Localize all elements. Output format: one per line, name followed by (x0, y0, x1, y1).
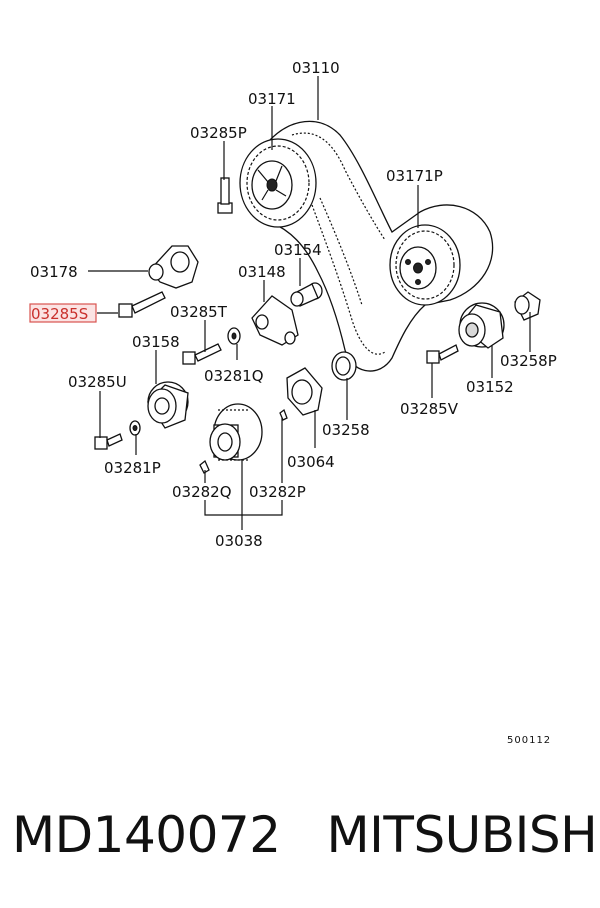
idler-pulley (147, 381, 189, 429)
callout-03152[interactable]: 03152 (466, 378, 514, 396)
bolt-03285v (426, 344, 459, 364)
callout-03158[interactable]: 03158 (132, 333, 180, 351)
callout-03285v[interactable]: 03285V (400, 400, 459, 418)
callout-03171[interactable]: 03171 (248, 90, 296, 108)
callout-03064[interactable]: 03064 (287, 453, 335, 471)
part-number: MD140072 (12, 806, 281, 864)
highlight-box (29, 303, 97, 323)
callout-03285u[interactable]: 03285U (68, 373, 127, 391)
callout-03285s[interactable]: 03285S (31, 305, 88, 323)
bolt-03285t (182, 343, 222, 365)
callout-03281p[interactable]: 03281P (104, 459, 161, 477)
callout-03285t[interactable]: 03285T (170, 303, 228, 321)
pulley-03152 (458, 302, 505, 349)
callout-03148[interactable]: 03148 (238, 263, 286, 281)
callout-labels: 03110 03171 03285P 03171P 03154 03178 03… (30, 59, 557, 550)
callout-03171p[interactable]: 03171P (386, 167, 443, 185)
key-03282p (279, 408, 288, 421)
callout-03110[interactable]: 03110 (292, 59, 340, 77)
crankshaft-sprocket (209, 403, 263, 461)
camshaft-sprocket-right (389, 224, 461, 306)
callout-03282q[interactable]: 03282Q (172, 483, 232, 501)
callout-03281q[interactable]: 03281Q (204, 367, 264, 385)
leader-lines (88, 76, 531, 530)
crankshaft-flange (286, 367, 323, 416)
callout-03258[interactable]: 03258 (322, 421, 370, 439)
bolt-03285s (118, 291, 166, 318)
spacer-03258p (514, 291, 541, 321)
camshaft-sprocket-left (239, 138, 317, 228)
tensioner-arm (148, 245, 199, 289)
callout-03258p[interactable]: 03258P (500, 352, 557, 370)
footer: MD140072 MITSUBISHI (12, 806, 600, 864)
tensioner-bracket (251, 295, 299, 346)
brand-name: MITSUBISHI (326, 806, 600, 864)
washer-03281q (227, 327, 241, 345)
figure-code: 500112 (507, 735, 551, 746)
callout-03282p[interactable]: 03282P (249, 483, 306, 501)
spacer-03154 (290, 282, 323, 307)
bolt-03285u (94, 433, 123, 450)
key-03282q (199, 459, 210, 474)
callout-03285p[interactable]: 03285P (190, 124, 247, 142)
oil-seal (331, 351, 357, 381)
washer-03281p (129, 420, 141, 436)
bolt-03285p (217, 177, 233, 214)
callout-03038[interactable]: 03038 (215, 532, 263, 550)
callout-03178[interactable]: 03178 (30, 263, 78, 281)
callout-03154[interactable]: 03154 (274, 241, 322, 259)
